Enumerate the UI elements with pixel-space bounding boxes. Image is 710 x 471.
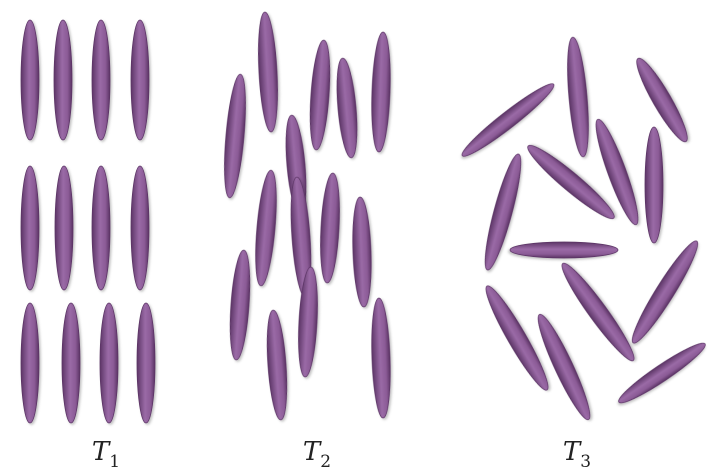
label-t1: T1 xyxy=(92,437,120,471)
molecule-rod xyxy=(137,303,155,423)
label-t3-sub: 3 xyxy=(580,452,591,471)
label-t1-sub: 1 xyxy=(109,452,120,471)
molecule-rod xyxy=(370,32,392,153)
molecule-rod xyxy=(227,250,253,361)
molecule-rod xyxy=(318,173,342,284)
molecule-rod xyxy=(264,310,290,421)
molecule-rod xyxy=(457,78,558,162)
molecule-rod xyxy=(21,303,39,423)
molecule-rod xyxy=(626,236,705,347)
molecule-rod xyxy=(21,20,39,140)
molecule-rod xyxy=(54,20,72,140)
molecule-rod xyxy=(131,166,149,290)
molecule-rod xyxy=(630,54,694,146)
panel-t1 xyxy=(21,20,155,423)
label-t2: T2 xyxy=(303,437,331,471)
molecule-rod xyxy=(131,20,149,140)
molecule-rod xyxy=(351,197,373,308)
molecule-rod xyxy=(645,127,663,243)
molecule-rod xyxy=(62,303,80,423)
molecule-rod xyxy=(221,73,250,198)
molecule-rod xyxy=(100,303,118,423)
molecule-rod xyxy=(555,258,640,366)
molecule-rod xyxy=(55,166,73,290)
panel-t3 xyxy=(457,36,709,423)
label-t1-base: T xyxy=(92,437,111,467)
molecule-rod xyxy=(510,242,618,258)
molecule-rod xyxy=(256,12,280,133)
molecule-rod xyxy=(370,298,392,419)
label-t2-sub: 2 xyxy=(320,452,331,471)
molecule-rod xyxy=(564,36,592,157)
molecule-rod xyxy=(307,40,333,151)
molecule-rod xyxy=(334,57,361,158)
molecule-rod xyxy=(252,169,280,286)
label-t2-base: T xyxy=(303,437,322,467)
label-t3: T3 xyxy=(563,437,591,471)
molecule-rod xyxy=(21,166,39,290)
label-t3-base: T xyxy=(563,437,582,467)
panel-t2 xyxy=(221,12,392,421)
molecule-rod xyxy=(92,20,110,140)
molecule-rod xyxy=(92,166,110,290)
